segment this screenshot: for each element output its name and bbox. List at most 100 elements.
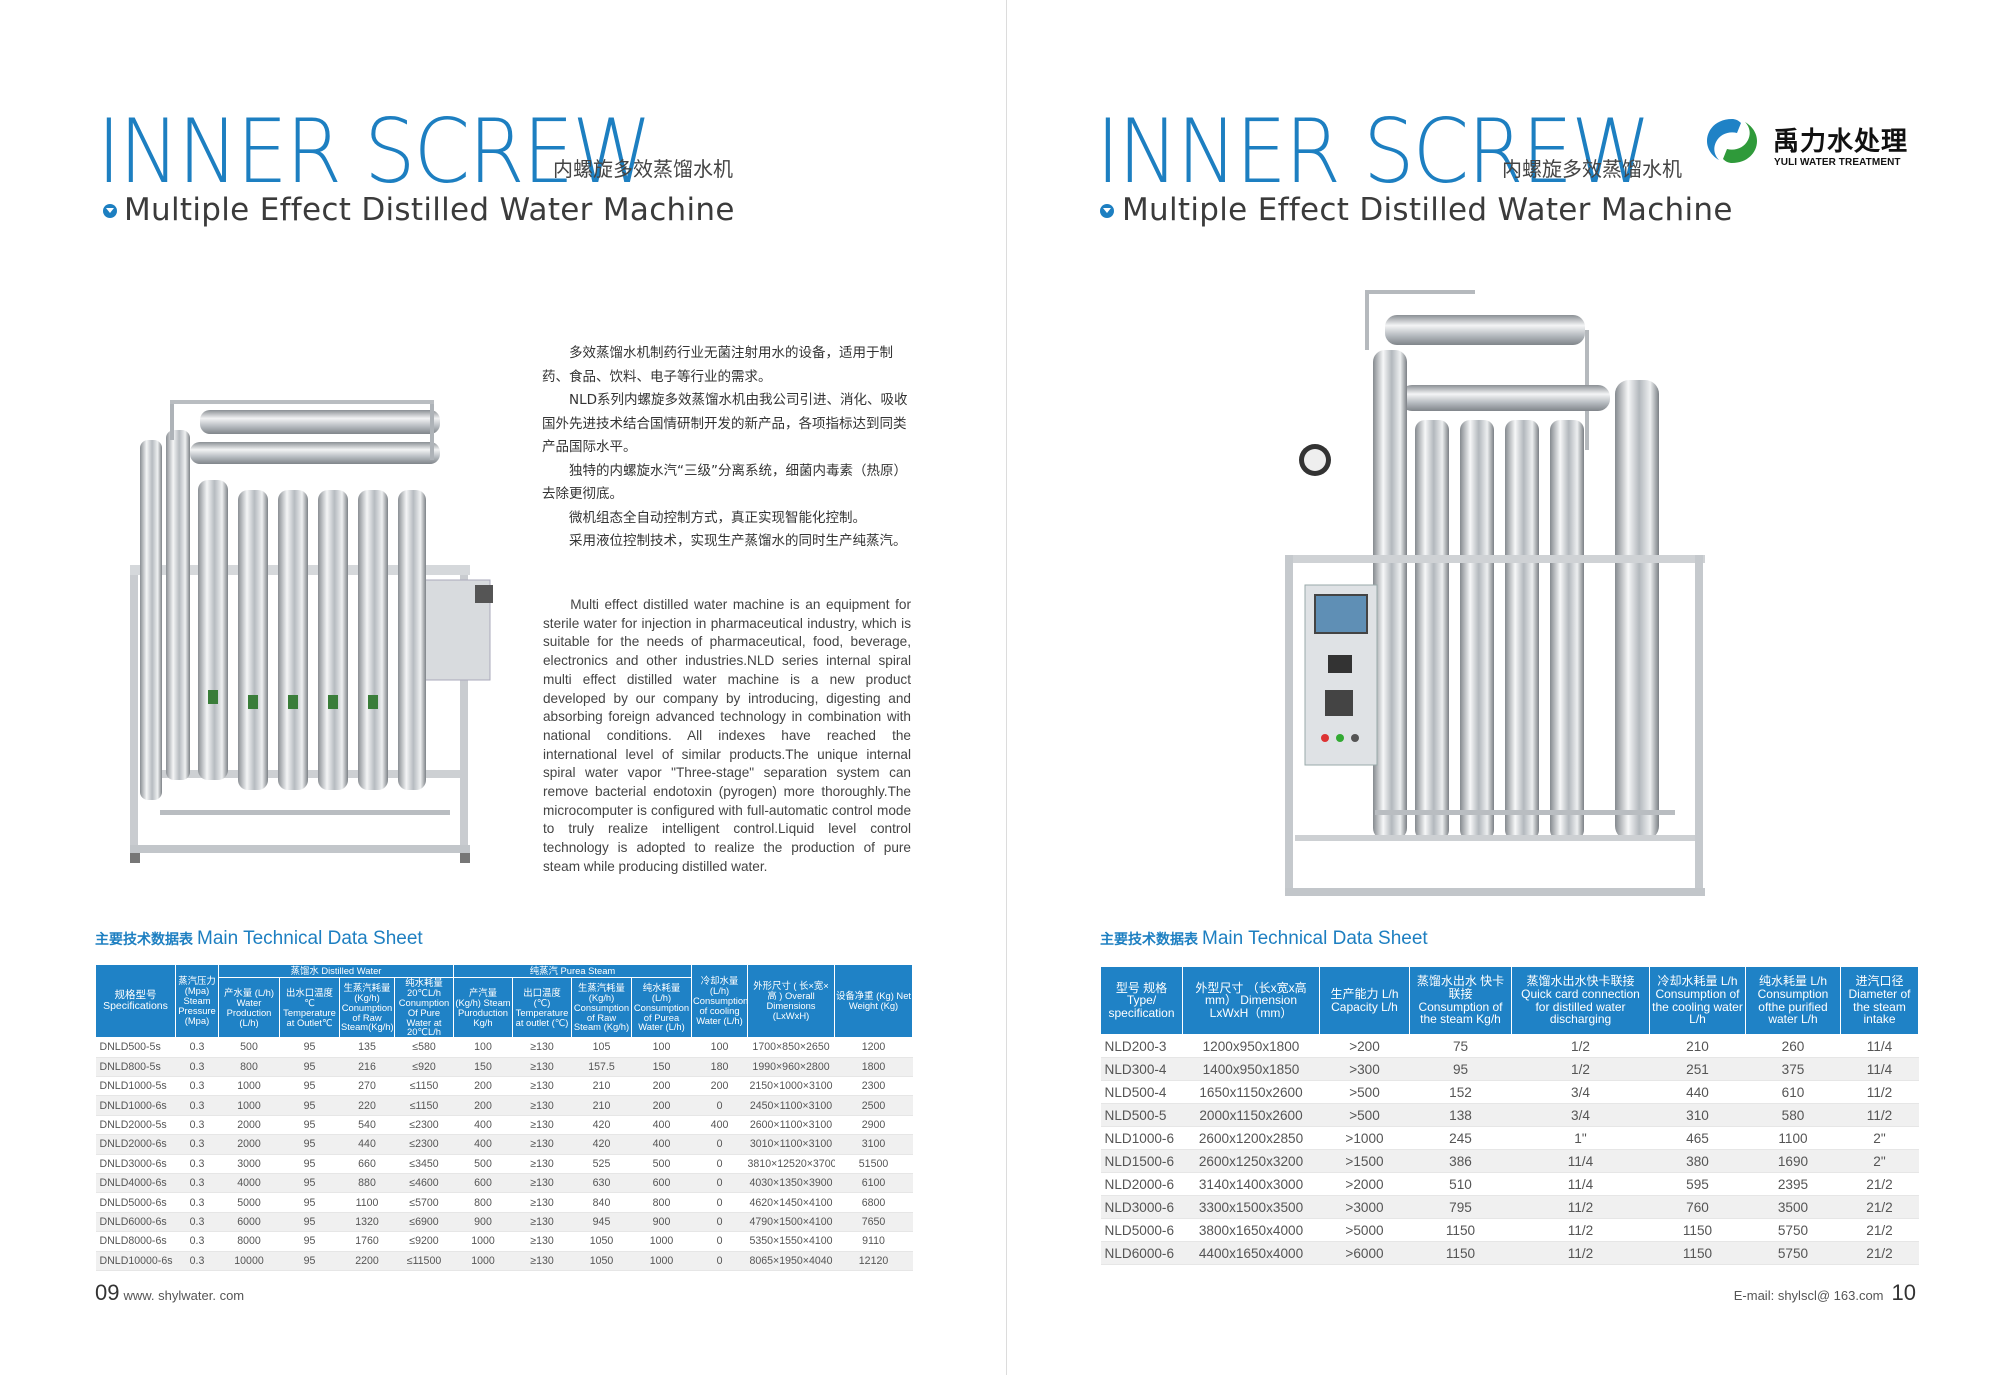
page-spine	[1006, 0, 1007, 1375]
table-cell: 0	[691, 1192, 748, 1213]
table-cell: DNLD1000-5s	[95, 1076, 176, 1097]
table-cell: 6100	[834, 1173, 913, 1194]
th-dimension: 外型尺寸 （长x宽x高mm） Dimension LxWxH（mm）	[1182, 966, 1320, 1035]
table-cell: 95	[279, 1251, 340, 1271]
table-cell: 3010×1100×3100	[747, 1134, 835, 1155]
table-cell: 95	[279, 1057, 340, 1078]
logo-text-en: YULI WATER TREATMENT	[1774, 157, 1901, 168]
table-cell: 1320	[339, 1212, 395, 1233]
table-cell: 100	[453, 1037, 513, 1058]
table-cell: ≥130	[512, 1251, 572, 1271]
th-purified-water: 纯水耗量 L/h Consumption ofthe purified wate…	[1745, 966, 1841, 1035]
table-cell: 386	[1409, 1149, 1512, 1173]
table-cell: 400	[631, 1134, 692, 1155]
desc-en: Multi effect distilled water machine is …	[543, 597, 911, 874]
table-cell: 200	[631, 1095, 692, 1116]
table-cell: 7650	[834, 1212, 913, 1233]
table-cell: DNLD4000-6s	[95, 1173, 176, 1194]
table-cell: >200	[1319, 1034, 1410, 1058]
table-cell: 2150×1000×3100	[747, 1076, 835, 1097]
table-cell: 3810×12520×3700	[747, 1154, 835, 1174]
table-cell: >6000	[1319, 1241, 1410, 1265]
table-cell: 600	[453, 1173, 513, 1194]
th-weight: 设备净重 (Kg) Net Weight (Kg)	[834, 963, 914, 1039]
table-cell: 800	[631, 1192, 692, 1213]
table-cell: ≥130	[512, 1212, 572, 1233]
table-cell: 157.5	[571, 1057, 632, 1078]
table-cell: 800	[218, 1057, 280, 1078]
right-page-number: 10	[1891, 1280, 1916, 1305]
th-steam-production: 产汽量 (Kg/h) Steam Puroduction Kg/h	[453, 976, 513, 1039]
left-desc-cn: 多效蒸馏水机制药行业无菌注射用水的设备，适用于制药、食品、饮料、电子等行业的需求…	[542, 342, 912, 554]
right-sheet-title-en: Main Technical Data Sheet	[1202, 928, 1428, 949]
table-cell: 11/2	[1511, 1241, 1650, 1265]
table-cell: 0	[691, 1154, 748, 1174]
table-cell: >3000	[1319, 1195, 1410, 1219]
table-cell: 152	[1409, 1080, 1512, 1104]
table-cell: DNLD6000-6s	[95, 1212, 176, 1233]
table-cell: NLD500-5	[1100, 1103, 1183, 1127]
table-cell: ≥130	[512, 1154, 572, 1174]
table-cell: 2300	[834, 1076, 913, 1097]
desc-cn-4: 微机组态全自动控制方式，真正实现智能化控制。	[569, 509, 866, 526]
table-cell: 1/2	[1511, 1057, 1650, 1081]
table-cell: 760	[1649, 1195, 1746, 1219]
table-cell: 0.3	[175, 1037, 219, 1058]
table-cell: ≤9200	[394, 1231, 454, 1252]
th-cooling-water: 冷却水耗量 L/h Consumption of the cooling wat…	[1649, 966, 1746, 1035]
email-address[interactable]: shylscl@ 163.com	[1777, 1288, 1884, 1303]
email-label: E-mail:	[1733, 1288, 1775, 1303]
table-cell: 3100	[834, 1134, 913, 1155]
table-cell: >500	[1319, 1103, 1410, 1127]
table-cell: 95	[279, 1231, 340, 1252]
table-cell: DNLD2000-6s	[95, 1134, 176, 1155]
table-cell: ≥130	[512, 1095, 572, 1116]
right-sheet-title-cn: 主要技术数据表	[1100, 932, 1198, 948]
table-cell: ≥130	[512, 1192, 572, 1213]
table-cell: 1400x950x1850	[1182, 1057, 1320, 1081]
table-cell: 3/4	[1511, 1103, 1650, 1127]
table-cell: ≥130	[512, 1231, 572, 1252]
table-cell: 1800	[834, 1057, 913, 1078]
table-cell: ≤1150	[394, 1076, 454, 1097]
table-cell: 2900	[834, 1115, 913, 1136]
table-cell: 200	[631, 1076, 692, 1097]
table-cell: NLD300-4	[1100, 1057, 1183, 1081]
table-cell: 1200x950x1800	[1182, 1034, 1320, 1058]
table-cell: 245	[1409, 1126, 1512, 1150]
table-cell: ≥130	[512, 1115, 572, 1136]
table-cell: 100	[691, 1037, 748, 1058]
table-cell: DNLD10000-6s	[95, 1251, 176, 1271]
table-cell: 4400x1650x4000	[1182, 1241, 1320, 1265]
left-page-number: 09	[95, 1280, 120, 1305]
th-raw-steam: 生蒸汽耗量 (Kg/h) Conumption of Raw Steam(Kg/…	[339, 976, 395, 1039]
table-cell: 0	[691, 1251, 748, 1271]
table-cell: 440	[339, 1134, 395, 1155]
table-cell: 1000	[453, 1251, 513, 1271]
website-link[interactable]: www. shylwater. com	[123, 1288, 245, 1303]
table-cell: 595	[1649, 1172, 1746, 1196]
table-cell: 310	[1649, 1103, 1746, 1127]
table-cell: 8000	[218, 1231, 280, 1252]
table-cell: 0.3	[175, 1076, 219, 1097]
th-dimensions: 外形尺寸 ( 长×宽×高 ) Overall Dimensions (LxWxH…	[747, 963, 836, 1039]
table-cell: ≤3450	[394, 1154, 454, 1174]
table-cell: 795	[1409, 1195, 1512, 1219]
table-cell: 0.3	[175, 1134, 219, 1155]
table-cell: 200	[453, 1095, 513, 1116]
table-cell: NLD6000-6	[1100, 1241, 1183, 1265]
table-cell: 1000	[631, 1231, 692, 1252]
table-cell: 95	[279, 1134, 340, 1155]
table-cell: 900	[631, 1212, 692, 1233]
